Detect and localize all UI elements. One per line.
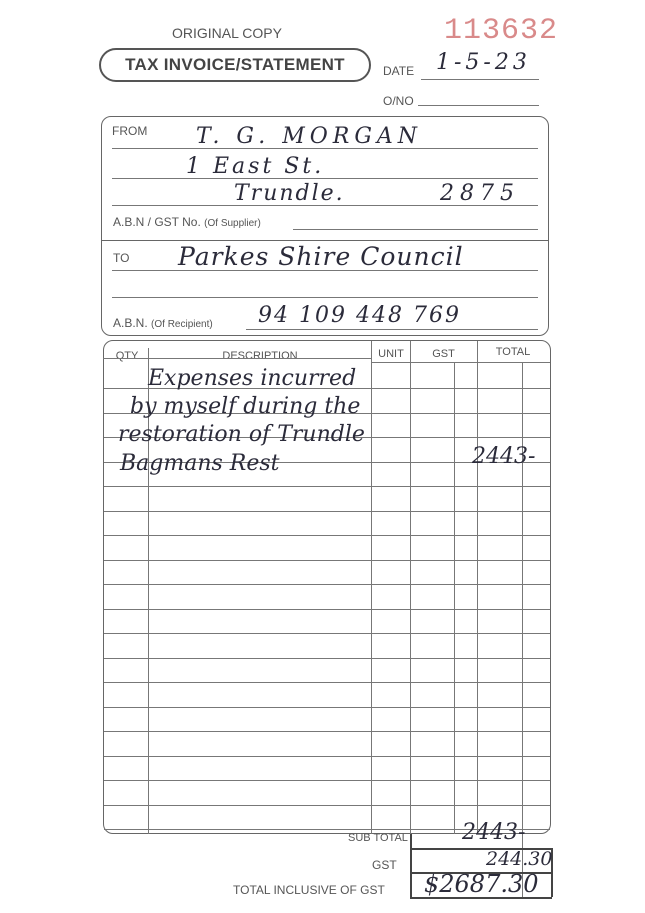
- grand-total-label: TOTAL INCLUSIVE OF GST: [233, 883, 385, 897]
- table-row-line: [104, 756, 550, 757]
- table-row-line: [104, 560, 550, 561]
- table-row-line: [104, 584, 550, 585]
- to-label: TO: [113, 251, 130, 265]
- table-row-line: [104, 780, 550, 781]
- document-title: TAX INVOICE/STATEMENT: [99, 48, 371, 82]
- table-row-line: [104, 731, 550, 732]
- description-line-2: by myself during the: [130, 394, 361, 419]
- original-copy-label: ORIGINAL COPY: [172, 25, 282, 41]
- supplier-abn-sub: (Of Supplier): [204, 218, 261, 229]
- table-row-line: [104, 633, 550, 634]
- serial-number: 113632: [444, 14, 559, 48]
- table-row-line: [104, 829, 550, 830]
- recipient-abn-value: 94 109 448 769: [258, 303, 461, 328]
- col-qty: QTY: [115, 350, 139, 362]
- table-row-line: [104, 707, 550, 708]
- description-line-4: Bagmans Rest: [120, 451, 280, 476]
- description-line-3: restoration of Trundle: [118, 422, 365, 447]
- from-name: T. G. MORGAN: [196, 124, 423, 149]
- description-line-1: Expenses incurred: [148, 366, 357, 391]
- recipient-abn-sub: (Of Recipient): [151, 319, 213, 330]
- col-gst: GST: [432, 348, 455, 360]
- table-row-line: [104, 437, 550, 438]
- from-town: Trundle.: [234, 181, 345, 206]
- recipient-name: Parkes Shire Council: [178, 242, 464, 271]
- supplier-abn-text: A.B.N / GST No.: [113, 215, 201, 229]
- recipient-abn-text: A.B.N.: [113, 316, 148, 330]
- subtotal-value: 2443-: [462, 820, 526, 845]
- party-details-box: [101, 116, 549, 336]
- supplier-abn-label: A.B.N / GST No. (Of Supplier): [113, 215, 261, 229]
- col-description: DESCRIPTION: [222, 350, 298, 362]
- date-label: DATE: [383, 64, 415, 78]
- line-items-table: [103, 340, 551, 834]
- gst-value: 244.30: [486, 848, 553, 870]
- table-row-line: [104, 462, 550, 463]
- col-unit: UNIT: [378, 348, 404, 360]
- table-row-line: [104, 682, 550, 683]
- table-row-line: [104, 805, 550, 806]
- gst-total-label: GST: [372, 858, 397, 872]
- col-total: TOTAL: [495, 346, 531, 358]
- from-postcode: 2875: [440, 181, 520, 206]
- ono-label: O/NO: [383, 94, 414, 108]
- from-street: 1 East St.: [186, 154, 325, 179]
- table-row-line: [104, 658, 550, 659]
- date-value: 1-5-23: [436, 50, 531, 75]
- subtotal-label: SUB TOTAL: [348, 832, 408, 844]
- line-total-value: 2443-: [472, 444, 536, 469]
- table-row-line: [104, 388, 550, 389]
- table-row-line: [104, 486, 550, 487]
- recipient-abn-label: A.B.N. (Of Recipient): [113, 316, 213, 330]
- table-row-line: [104, 511, 550, 512]
- grand-total-value: $2687.30: [424, 870, 539, 898]
- table-row-line: [104, 413, 550, 414]
- table-row-line: [104, 535, 550, 536]
- table-row-line: [104, 609, 550, 610]
- from-label: FROM: [112, 124, 148, 138]
